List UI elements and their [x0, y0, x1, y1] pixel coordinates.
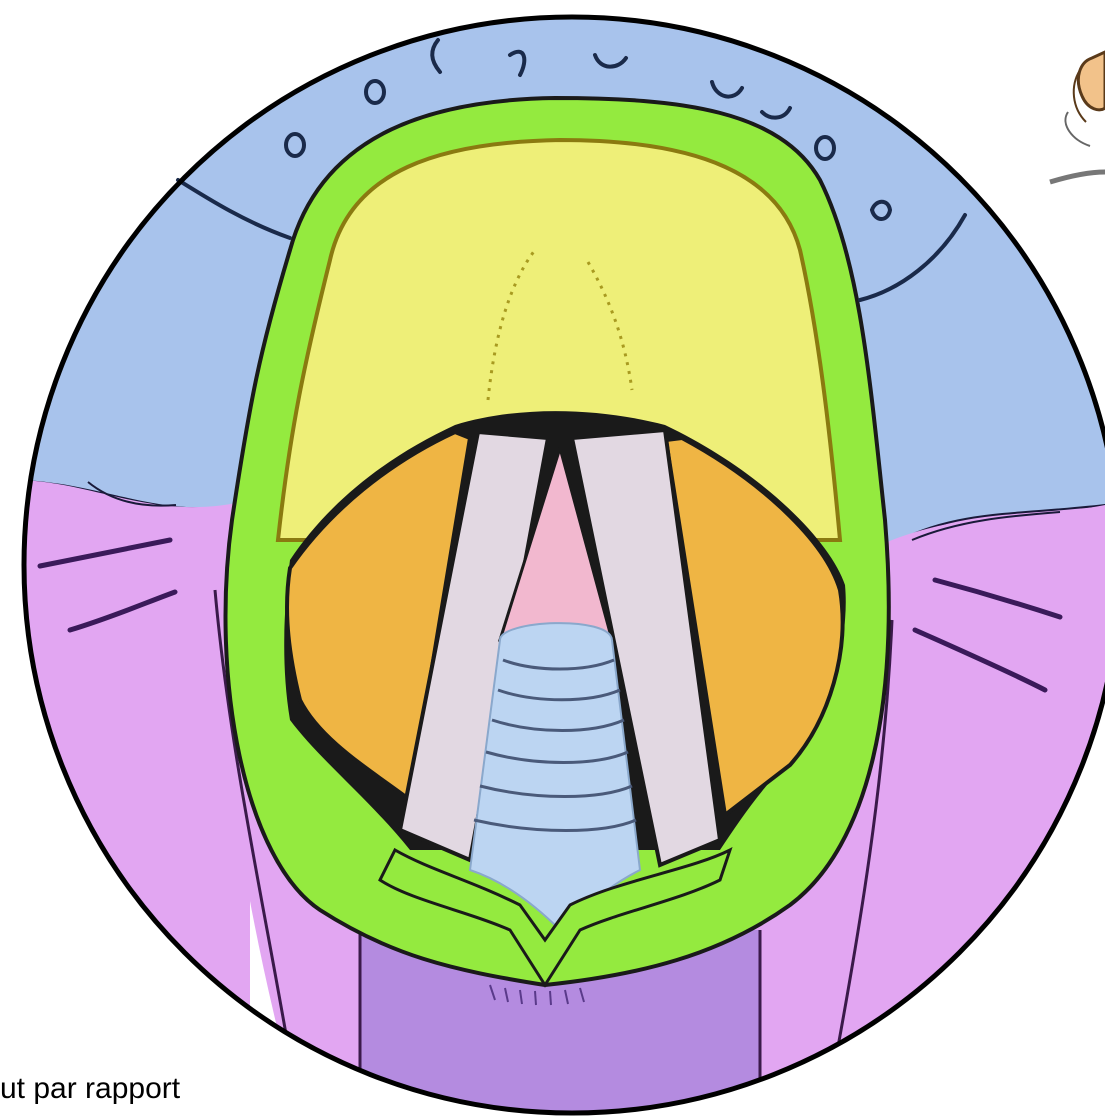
caption-text: ut par rapport [0, 1072, 180, 1106]
hand-icon [1050, 52, 1105, 182]
